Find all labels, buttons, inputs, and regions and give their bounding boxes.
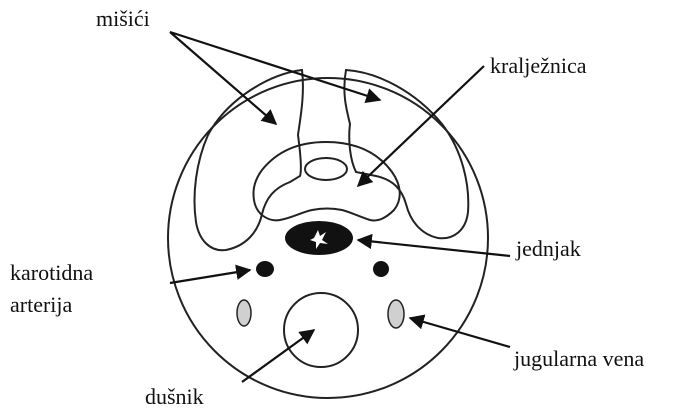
label-carotid-line2: arterija <box>10 294 72 316</box>
spine-outline <box>253 142 399 221</box>
arrow-trachea <box>242 330 314 382</box>
arrow-muscles-left <box>170 32 276 124</box>
arrow-jugular <box>410 318 510 347</box>
right-jugular-vein <box>388 300 404 328</box>
left-muscle <box>195 70 303 250</box>
arrow-muscles-right <box>170 32 380 100</box>
spinal-canal <box>305 158 347 180</box>
label-spine: kralježnica <box>490 55 587 77</box>
label-carotid-line1: karotidna <box>10 262 93 284</box>
arrow-carotid <box>170 270 250 283</box>
trachea-shape <box>284 293 358 367</box>
label-trachea: dušnik <box>145 386 204 408</box>
right-carotid-artery <box>373 261 389 277</box>
label-muscles: mišići <box>96 8 150 30</box>
label-esophagus: jednjak <box>516 238 581 260</box>
left-carotid-artery <box>256 261 274 277</box>
left-jugular-vein <box>237 300 251 326</box>
label-jugular: jugularna vena <box>514 348 644 370</box>
arrow-spine <box>358 66 484 186</box>
